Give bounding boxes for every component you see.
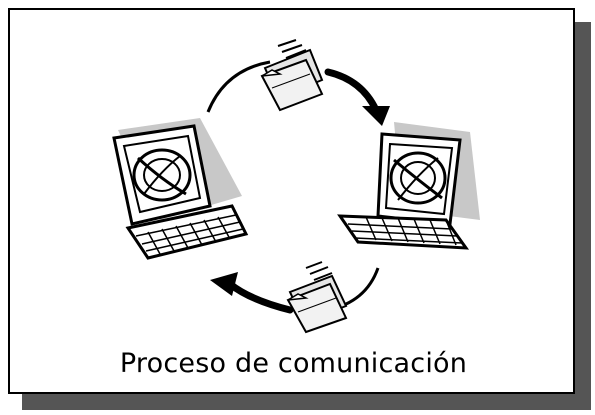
top-curved-arrow-icon	[206, 60, 390, 126]
diagram-frame: Proceso de comunicación	[8, 8, 575, 394]
folder-icon-top	[260, 39, 324, 112]
diagram-art	[112, 39, 480, 334]
computer-icon-left	[112, 118, 249, 260]
diagram-caption: Proceso de comunicación	[119, 348, 468, 379]
computer-icon-right	[337, 122, 480, 250]
folder-icon-bottom	[286, 261, 348, 334]
